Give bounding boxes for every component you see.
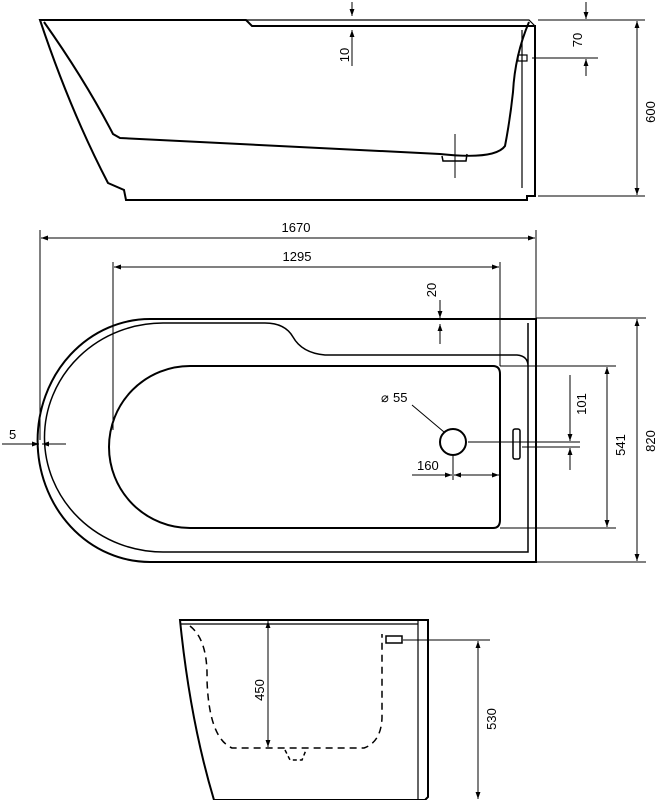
top-view-inner-basin — [108, 365, 501, 529]
side-view-rim-line — [246, 19, 536, 27]
top-view-rim — [43, 322, 529, 553]
side-view-inner-basin — [43, 21, 530, 157]
inner-depth-dim-label: 450 — [252, 679, 267, 701]
end-view-inner-basin-hidden — [189, 625, 383, 749]
drain-diameter-symbol: ⌀ — [381, 390, 389, 405]
side-view: 10 70 600 — [38, 2, 658, 201]
drain-offset-dim-label: 101 — [574, 393, 589, 415]
total-length-dim-label: 1670 — [282, 220, 311, 235]
outer-height-dim-label: 530 — [484, 708, 499, 730]
drain-from-end-dim-label: 160 — [417, 458, 439, 473]
inner-width-dim-label: 541 — [613, 434, 628, 456]
drain-diameter-label: 55 — [393, 390, 407, 405]
top-view: 1670 1295 20 ⌀ 55 101 160 541 — [2, 220, 658, 563]
overflow-dim-label: 10 — [337, 48, 352, 62]
overflow-height-dim-label: 70 — [570, 33, 585, 47]
end-view: 450 530 — [178, 619, 499, 800]
inner-length-dim-label: 1295 — [283, 249, 312, 264]
overflow-fitting — [512, 428, 521, 460]
total-height-dim-label: 600 — [643, 101, 658, 123]
side-view-overflow-fitting — [517, 54, 528, 62]
wall-offset-dim-label: 5 — [9, 427, 16, 442]
end-view-outline — [178, 619, 429, 800]
drain-hole — [439, 428, 467, 456]
rim-dim-label: 20 — [424, 283, 439, 297]
end-view-overflow-fitting — [385, 635, 403, 644]
end-view-drain-hidden — [284, 749, 307, 761]
side-view-outline — [38, 19, 536, 201]
total-width-dim-label: 820 — [643, 430, 658, 452]
